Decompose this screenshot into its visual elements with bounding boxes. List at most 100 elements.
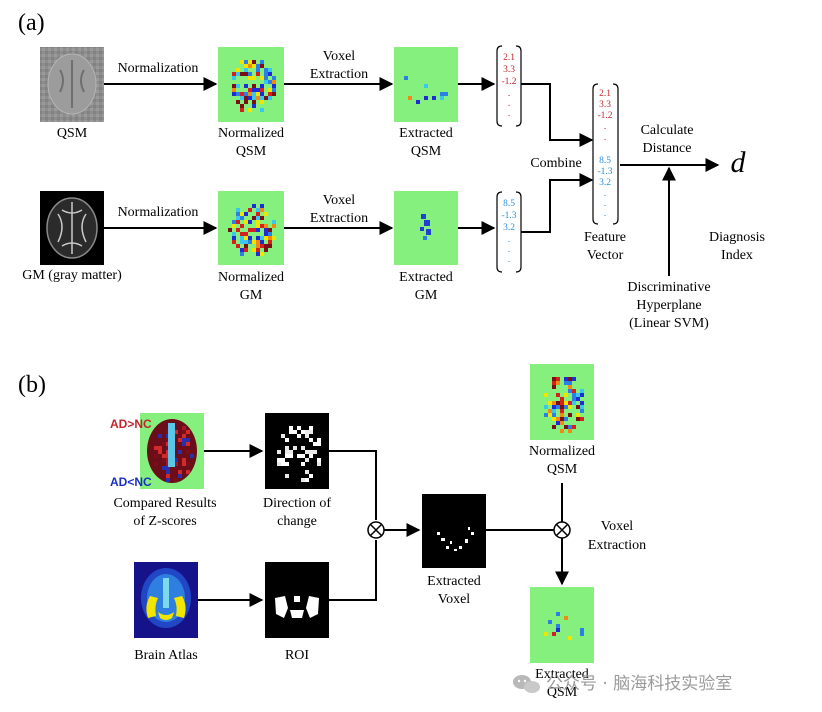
gm-vector-value: 8.5 (503, 199, 515, 209)
voxel (309, 426, 313, 430)
voxel (232, 236, 236, 240)
voxel (260, 100, 264, 104)
extracted-gm-label-line1: Extracted (399, 270, 453, 285)
voxel (560, 397, 564, 401)
voxel (248, 208, 252, 212)
extracted-gm-label-line2: GM (415, 288, 438, 303)
voxel (289, 454, 293, 458)
voxel (252, 60, 256, 64)
voxel (158, 450, 162, 454)
voxel (256, 88, 260, 92)
voxel (317, 438, 321, 442)
voxel (580, 409, 584, 413)
voxel (309, 430, 313, 434)
voxel (260, 92, 264, 96)
voxel (256, 92, 260, 96)
voxel (576, 413, 580, 417)
voxel (236, 92, 240, 96)
extracted-gm-map (394, 191, 458, 265)
voxel (272, 236, 276, 240)
voxel (256, 68, 260, 72)
voxel (564, 393, 568, 397)
voxel (244, 220, 248, 224)
voxel (560, 413, 564, 417)
voxel (572, 425, 576, 429)
voxel (285, 454, 289, 458)
brain-atlas-label: Brain Atlas (134, 648, 197, 663)
voxel (568, 405, 572, 409)
voxel (244, 72, 248, 76)
voxel (552, 425, 556, 429)
voxel (154, 446, 158, 450)
voxel (178, 470, 182, 474)
extracted-voxel-map (422, 494, 486, 568)
normalization-label-2: Normalization (118, 205, 199, 220)
voxel (228, 228, 232, 232)
voxel (162, 454, 166, 458)
voxel (544, 413, 548, 417)
voxel (252, 64, 256, 68)
line-direction-to-multiply (329, 450, 377, 520)
voxel (240, 248, 244, 252)
voxel (256, 236, 260, 240)
voxel (248, 76, 252, 80)
voxel (564, 425, 568, 429)
calculate-distance-line1: Calculate (641, 123, 694, 138)
voxel (552, 405, 556, 409)
voxel (268, 88, 272, 92)
extracted-qsm-b-line2: QSM (547, 685, 578, 700)
direction-of-change-map (265, 413, 329, 489)
voxel (240, 252, 244, 256)
voxel (552, 417, 556, 421)
voxel (305, 450, 309, 454)
wechat-icon (513, 675, 540, 693)
voxel (552, 409, 556, 413)
voxel-extraction-2-line1: Voxel (323, 193, 356, 208)
qsm-vector-value: -1.2 (501, 77, 516, 87)
voxel (281, 434, 285, 438)
voxel (268, 68, 272, 72)
voxel (252, 216, 256, 220)
voxel (248, 60, 252, 64)
voxel (252, 92, 256, 96)
voxel (264, 212, 268, 216)
voxel (232, 240, 236, 244)
voxel (256, 240, 260, 244)
voxel (154, 462, 158, 466)
voxel (264, 228, 268, 232)
voxel-extraction-b-line1: Voxel (601, 519, 634, 534)
voxel (297, 454, 301, 458)
gm-image (40, 191, 104, 265)
feature-vector-value: -1.3 (597, 167, 612, 177)
voxel (568, 385, 572, 389)
voxel (568, 413, 572, 417)
voxel (174, 462, 178, 466)
voxel (293, 430, 297, 434)
gm-vector-value: 3.2 (503, 223, 515, 233)
voxel (424, 84, 428, 88)
voxel (186, 430, 190, 434)
voxel (440, 92, 444, 96)
voxel (576, 405, 580, 409)
voxel (248, 72, 252, 76)
voxel (162, 458, 166, 462)
qsm-vector-value: 3.3 (503, 65, 515, 75)
voxel (186, 442, 190, 446)
voxel (309, 474, 313, 478)
voxel (236, 68, 240, 72)
voxel (244, 92, 248, 96)
voxel-extraction-b-line2: Extraction (588, 538, 646, 553)
feature-vector-label-line2: Vector (587, 248, 624, 263)
voxel (580, 417, 584, 421)
voxel (240, 236, 244, 240)
diagnosis-index-line1: Diagnosis (709, 230, 765, 245)
voxel (256, 212, 260, 216)
voxel (182, 426, 186, 430)
voxel (248, 88, 252, 92)
voxel (556, 421, 560, 425)
voxel (252, 76, 256, 80)
voxel (244, 248, 248, 252)
voxel (260, 240, 264, 244)
voxel (236, 212, 240, 216)
